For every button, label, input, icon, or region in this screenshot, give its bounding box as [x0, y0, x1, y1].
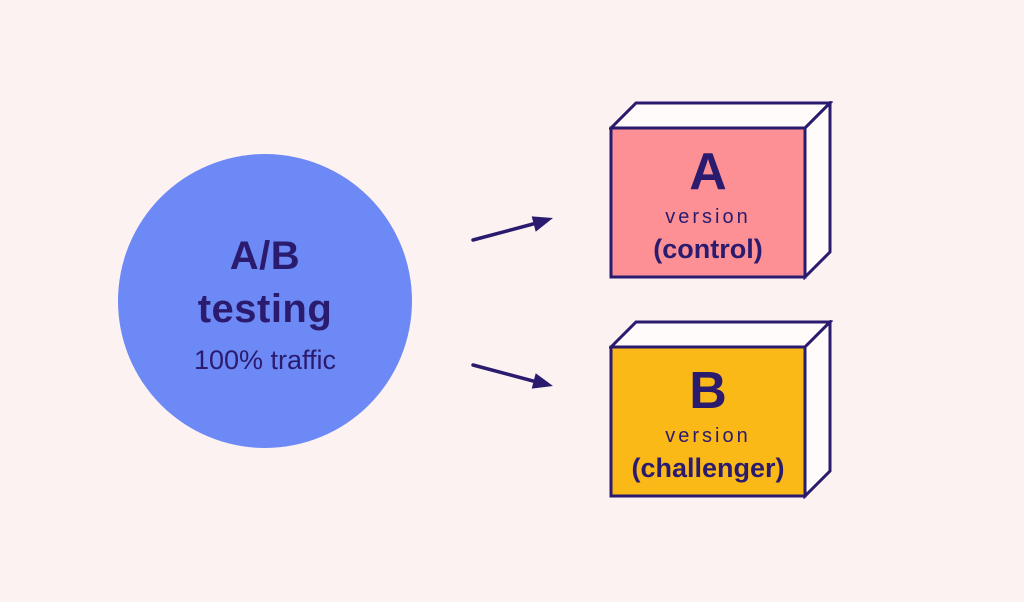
arrow-shaft	[471, 222, 535, 242]
arrow-to-version-a-icon	[471, 216, 553, 242]
circle-title: A/B testing	[198, 230, 333, 336]
circle-subtitle: 100% traffic	[193, 345, 337, 376]
version-b-letter: B	[689, 362, 727, 421]
box-top-face	[609, 320, 833, 349]
version-b-label-group: B version (challenger)	[611, 347, 805, 496]
version-b-role: (challenger)	[631, 453, 785, 484]
arrow-shaft	[471, 363, 535, 383]
box-right-face	[803, 320, 832, 499]
version-b-box: B version (challenger)	[609, 320, 833, 499]
box-front-face	[609, 126, 807, 279]
version-a-letter: A	[689, 143, 727, 202]
version-a-box: A version (control)	[609, 101, 833, 280]
version-a-role: (control)	[653, 234, 763, 265]
circle-title-line2: testing	[197, 287, 333, 331]
box-right-face	[803, 101, 832, 280]
version-b-caption: version	[665, 425, 751, 448]
arrow-to-version-b-icon	[471, 363, 553, 389]
arrow-head	[531, 216, 553, 232]
version-a-label-group: A version (control)	[611, 128, 805, 277]
circle-title-line1: A/B	[229, 233, 301, 278]
arrow-head	[531, 373, 553, 389]
version-a-caption: version	[665, 206, 751, 229]
box-front-face	[609, 345, 807, 498]
traffic-source-circle: A/B testing 100% traffic	[118, 154, 412, 448]
version-b-box-shape	[609, 320, 833, 499]
version-a-box-shape	[609, 101, 833, 280]
box-top-face	[609, 101, 833, 130]
